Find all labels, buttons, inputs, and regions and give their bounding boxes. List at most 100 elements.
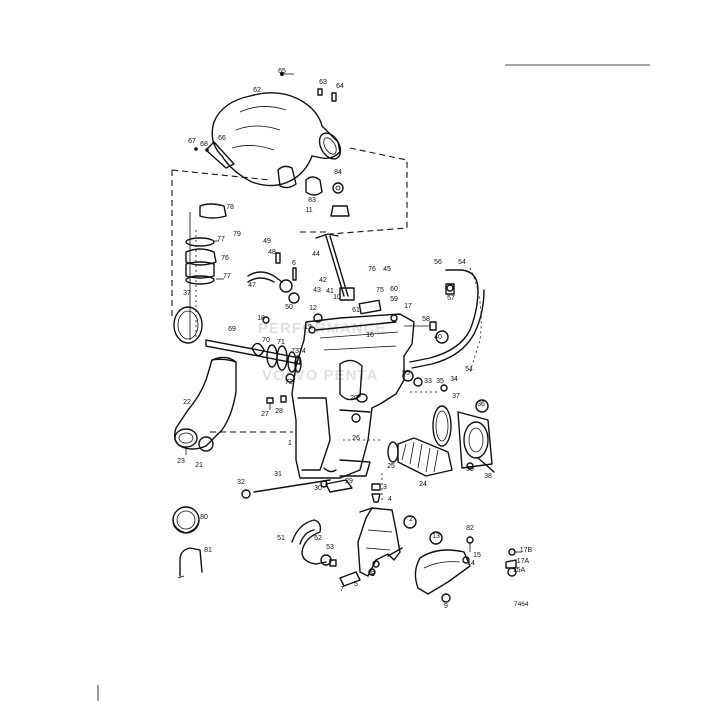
part-label-70: 70 [262, 337, 270, 344]
part-label-34: 34 [450, 376, 458, 383]
part-label-42: 42 [319, 277, 327, 284]
part-label-54: 54 [465, 366, 473, 373]
part-label-78: 78 [226, 204, 234, 211]
part-label-25: 25 [387, 463, 395, 470]
part-label-9: 9 [444, 603, 448, 610]
part-label-36: 36 [477, 401, 485, 408]
part-label-3: 3 [383, 484, 387, 491]
impeller-housing-62 [211, 72, 342, 189]
part-label-57: 57 [447, 295, 455, 302]
part-label-11: 11 [305, 207, 312, 214]
connectors-33-35 [402, 370, 448, 392]
part-label-24: 24 [419, 481, 427, 488]
part-label-51: 51 [277, 535, 285, 542]
part-label-66: 66 [218, 135, 226, 142]
part-label-39: 39 [466, 466, 474, 473]
ring-80 [172, 506, 200, 534]
seal-83-84-11 [305, 176, 350, 217]
part-label-81: 81 [204, 547, 212, 554]
part-label-79: 79 [233, 231, 241, 238]
part-label-71: 71 [277, 339, 285, 346]
part-label-52: 52 [314, 535, 322, 542]
part-label-55: 55 [402, 370, 410, 377]
part-label-61: 61 [352, 307, 360, 314]
part-label-69: 69 [228, 326, 236, 333]
part-label-15: 15 [473, 552, 481, 559]
fittings-47-50 [247, 252, 300, 304]
drive-shaft-69 [205, 339, 302, 383]
drawing-number: 7464 [514, 601, 529, 608]
bracket-housing-2 [357, 507, 417, 577]
part-label-74: 74 [298, 348, 306, 355]
part-label-41: 41 [326, 288, 334, 295]
part-label-84: 84 [334, 169, 342, 176]
part-label-77: 77 [217, 236, 225, 243]
part-label-45: 45 [383, 266, 391, 273]
screws-14-15 [462, 536, 474, 564]
part-label-20: 20 [350, 395, 358, 402]
part-label-26: 26 [352, 435, 360, 442]
part-label-16: 16 [366, 332, 374, 339]
part-label-37: 37 [452, 393, 460, 400]
part-label-13: 13 [432, 533, 440, 540]
part-label-4: 4 [388, 496, 392, 503]
part-label-17: 17 [404, 303, 412, 310]
part-label-37: 37 [183, 290, 191, 297]
bellows-coupling-76 [185, 203, 227, 340]
part-label-31: 31 [274, 471, 282, 478]
part-label-44: 44 [312, 251, 320, 258]
part-label-12: 12 [309, 305, 317, 312]
part-label-67: 67 [188, 138, 196, 145]
part-label-68: 68 [200, 141, 208, 148]
part-label-38: 38 [484, 473, 492, 480]
hose-51 [291, 519, 337, 567]
part-label-6: 6 [292, 260, 296, 267]
part-label-27: 27 [261, 411, 269, 418]
part-label-76: 76 [221, 255, 229, 262]
reference-circle-40 [435, 330, 449, 344]
part-label-23: 23 [177, 458, 185, 465]
part-label-63: 63 [319, 79, 327, 86]
part-label-54: 54 [458, 259, 466, 266]
part-label-50: 50 [285, 304, 293, 311]
part-label-1: 1 [288, 440, 292, 447]
part-label-35: 35 [436, 378, 444, 385]
part-label-53: 53 [326, 544, 334, 551]
o-ring-37-right [432, 405, 452, 447]
flange-36 [457, 399, 495, 473]
part-label-65: 65 [278, 68, 286, 75]
part-label-21: 21 [195, 462, 203, 469]
clip-81 [177, 547, 203, 579]
fasteners-17-15a [505, 548, 522, 577]
part-label-7: 7 [340, 586, 344, 593]
part-label-33: 33 [424, 378, 432, 385]
small-parts-5-7-8 [339, 568, 376, 587]
part-label-62: 62 [253, 87, 261, 94]
part-label-76: 76 [368, 266, 376, 273]
part-label-22: 22 [183, 399, 191, 406]
part-label-29: 29 [345, 478, 353, 485]
part-label-5: 5 [354, 581, 358, 588]
part-label-43: 43 [313, 287, 321, 294]
part-label-10: 10 [333, 294, 341, 301]
part-label-48: 48 [268, 249, 276, 256]
part-label-73: 73 [291, 348, 299, 355]
part-label-77: 77 [223, 273, 231, 280]
part-label-30: 30 [314, 485, 322, 492]
cover-plate-66 [194, 141, 235, 169]
bellows-24 [387, 437, 453, 477]
bolts-27-28 [266, 395, 287, 410]
o-ring-37-left [173, 306, 203, 344]
part-label-59: 59 [390, 296, 398, 303]
part-label-19: 19 [304, 324, 312, 331]
part-label-17A: 17A [517, 558, 530, 565]
bracket-29 [325, 479, 353, 493]
part-label-60: 60 [390, 286, 398, 293]
control-lever-44 [315, 233, 355, 301]
part-label-18: 18 [257, 315, 265, 322]
assembly-dash-lines [171, 147, 482, 500]
part-label-15A: 15A [513, 567, 526, 574]
part-label-56: 56 [434, 259, 442, 266]
